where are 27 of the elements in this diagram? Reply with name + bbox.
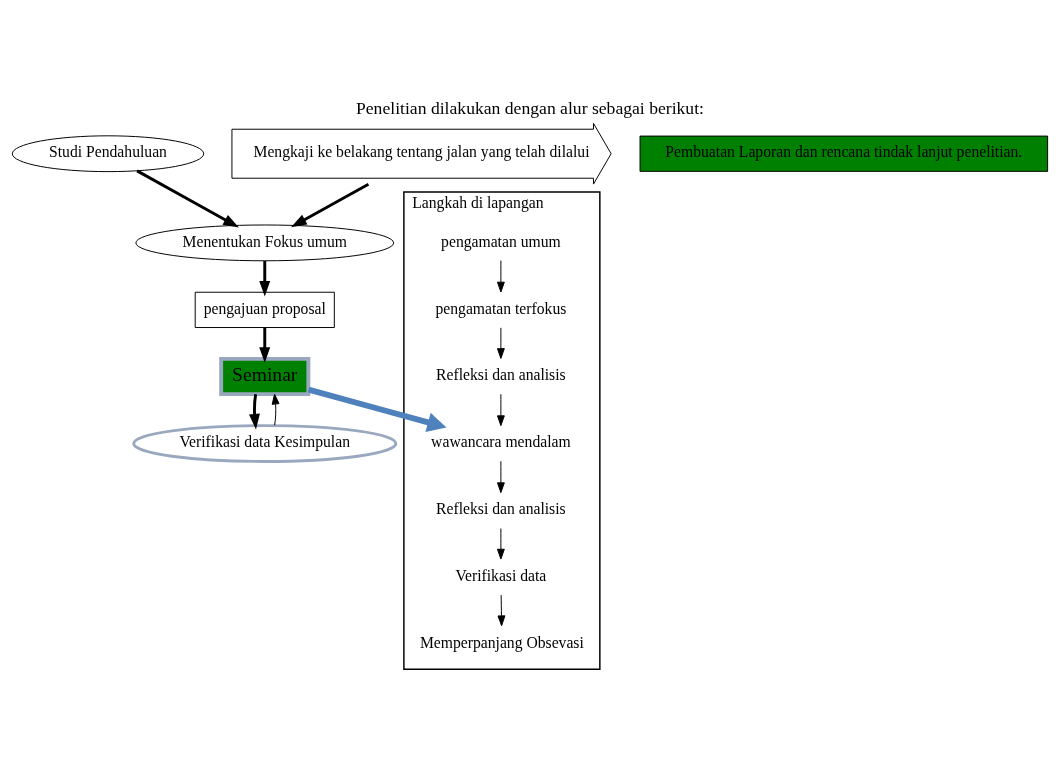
node-ellipse: Menentukan Fokus umum: [135, 224, 395, 262]
arrow: [307, 386, 447, 433]
arrow: [291, 182, 370, 228]
node-box: pengajuan proposal: [194, 291, 335, 328]
node-text: pengamatan terfokus: [435, 299, 567, 317]
node-box: Seminar: [219, 356, 311, 397]
arrow: [271, 393, 280, 426]
node-text: Memperpanjang Obsevasi: [419, 633, 584, 651]
arrow: [136, 169, 239, 228]
node-ellipse: Studi Pendahuluan: [11, 135, 205, 173]
node-text: Verifikasi data: [455, 566, 547, 584]
arrow: [496, 528, 505, 560]
arrow: [496, 327, 505, 359]
node-box: Pembuatan Laporan dan rencana tindak lanjut penelitian.: [639, 135, 1049, 172]
diagram-title: Penelitian dilakukan dengan alur sebagai berikut:: [356, 97, 704, 118]
node-text: Refleksi dan analisis: [436, 500, 566, 518]
arrow: [249, 394, 260, 430]
arrow: [259, 327, 271, 363]
arrow: [496, 460, 505, 494]
arrow: [497, 594, 506, 627]
arrow: [496, 260, 505, 293]
node-text: pengamatan umum: [441, 232, 561, 250]
arrow: [259, 260, 271, 297]
arrow: [496, 393, 505, 427]
node-text: Refleksi dan analisis: [436, 366, 566, 384]
node-ellipse: Verifikasi data Kesimpulan: [132, 424, 398, 463]
node-text: wawancara mendalam: [431, 433, 571, 451]
